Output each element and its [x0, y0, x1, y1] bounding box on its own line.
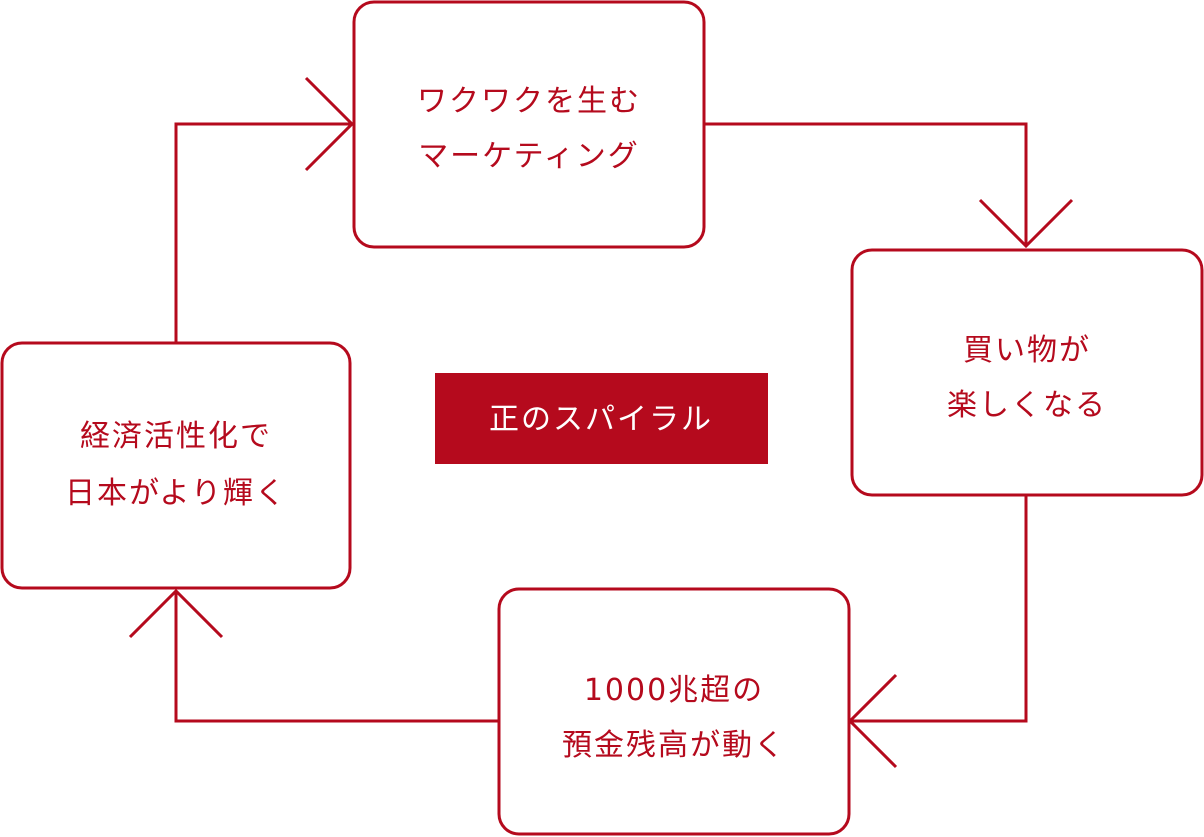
node-shopping-line-2: 楽しくなる [947, 388, 1107, 423]
node-marketing: ワクワクを生む マーケティング [352, 0, 706, 249]
center-label-text: 正のスパイラル [489, 402, 713, 437]
node-economy: 経済活性化で 日本がより輝く [0, 341, 352, 590]
node-shopping: 買い物が 楽しくなる [850, 248, 1204, 497]
node-economy-box [0, 341, 352, 590]
node-deposits: 1000兆超の 預金残高が動く [497, 587, 851, 836]
arrowhead-up-icon [128, 588, 224, 639]
center-label: 正のスパイラル [435, 373, 768, 464]
node-economy-line-1: 経済活性化で [80, 419, 272, 454]
connector-shopping-to-deposits [850, 496, 1028, 723]
connector-economy-to-marketing [174, 122, 352, 343]
connector-marketing-to-shopping [704, 122, 1028, 246]
node-economy-line-2: 日本がより輝く [65, 476, 287, 511]
node-marketing-box [352, 0, 706, 249]
center-label-box [435, 373, 768, 464]
node-deposits-box [497, 587, 851, 836]
node-deposits-line-2: 預金残高が動く [562, 728, 786, 763]
node-shopping-line-1: 買い物が [963, 333, 1091, 368]
node-deposits-line-1: 1000兆超の [584, 673, 764, 708]
node-marketing-line-1: ワクワクを生む [417, 84, 641, 119]
node-shopping-box [850, 248, 1204, 497]
arrowhead-right-icon [304, 76, 355, 172]
arrowhead-down-icon [978, 198, 1074, 249]
node-marketing-line-2: マーケティング [418, 139, 640, 174]
connector-deposits-to-economy [174, 591, 499, 723]
